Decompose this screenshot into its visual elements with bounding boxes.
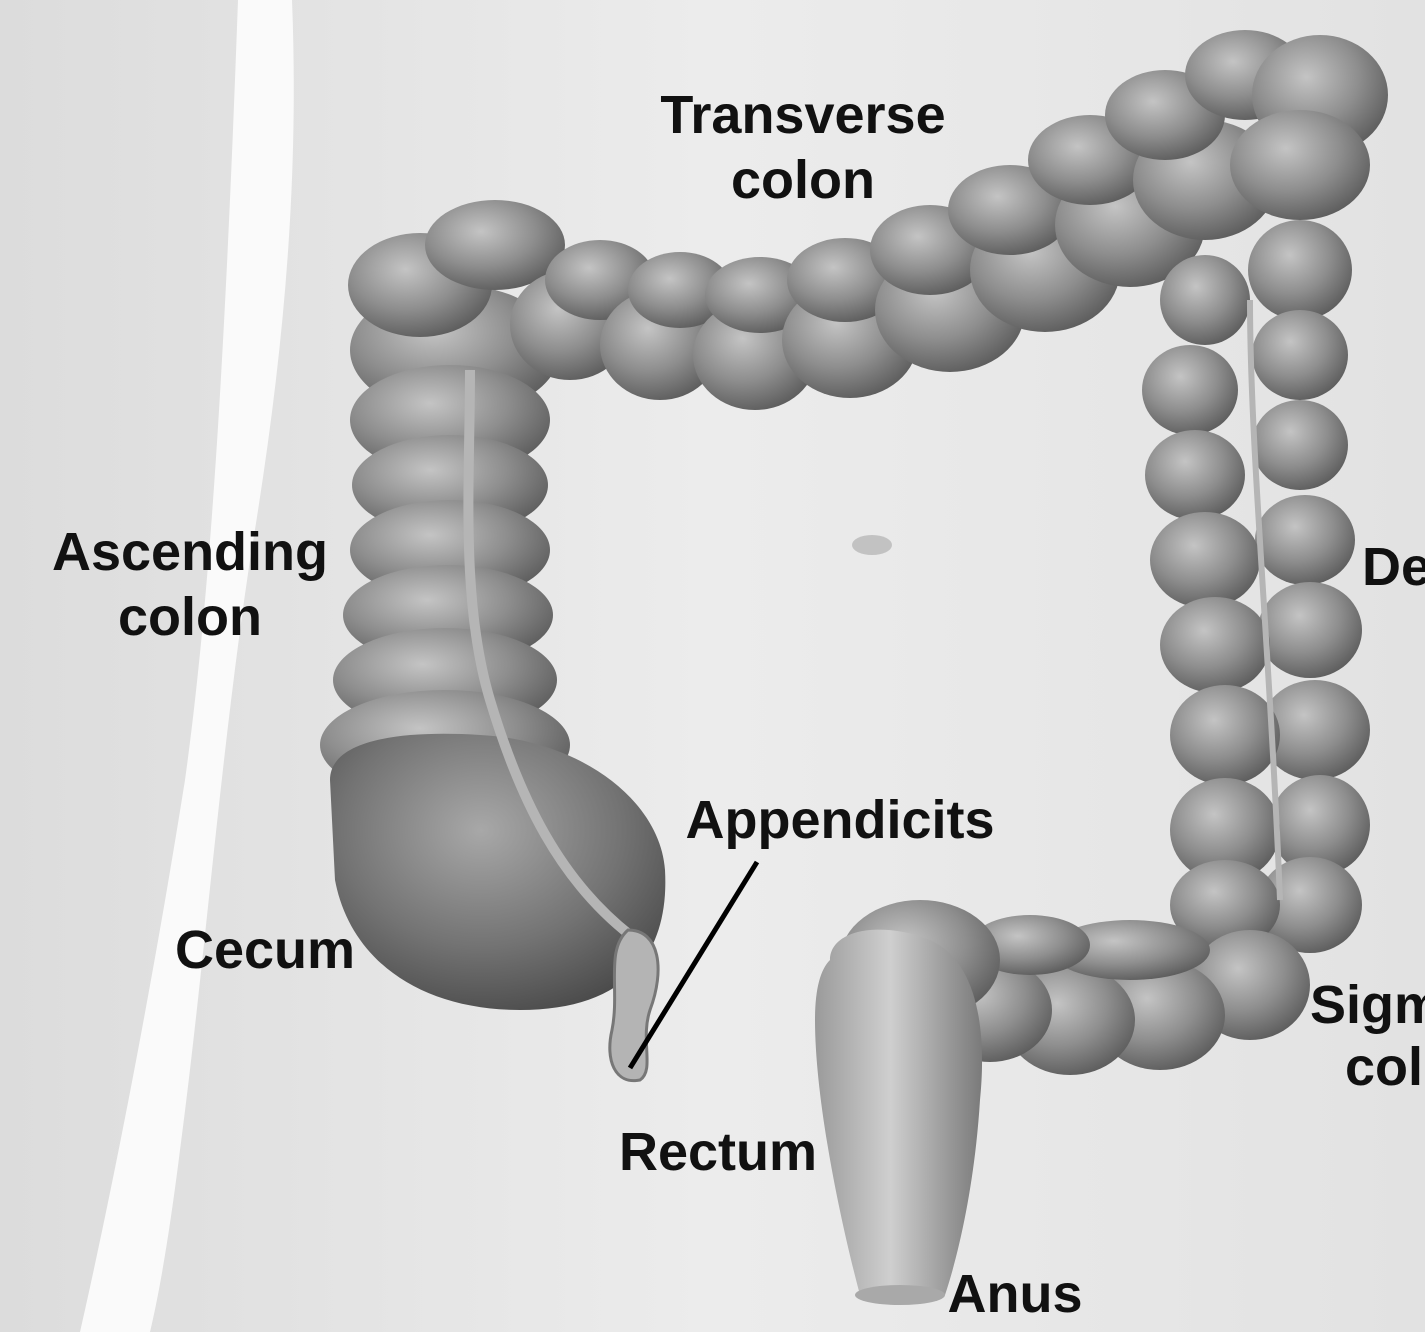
label-sigmoid-colon-line2-partial: col [1345, 1037, 1423, 1097]
label-descending-colon-partial: De [1362, 537, 1425, 597]
label-appendicits: Appendicits [685, 790, 994, 850]
label-rectum: Rectum [619, 1122, 817, 1182]
label-transverse-colon-line1: Transverse [660, 85, 945, 145]
label-cecum: Cecum [175, 920, 355, 980]
label-sigmoid-colon-line1-partial: Sigm [1310, 975, 1425, 1035]
label-transverse-colon-line2: colon [731, 150, 875, 210]
navel [852, 535, 892, 555]
label-anus: Anus [948, 1264, 1083, 1324]
label-ascending-colon-line1: Ascending [52, 522, 328, 582]
anus [855, 1285, 945, 1305]
label-ascending-colon-line2: colon [118, 587, 262, 647]
